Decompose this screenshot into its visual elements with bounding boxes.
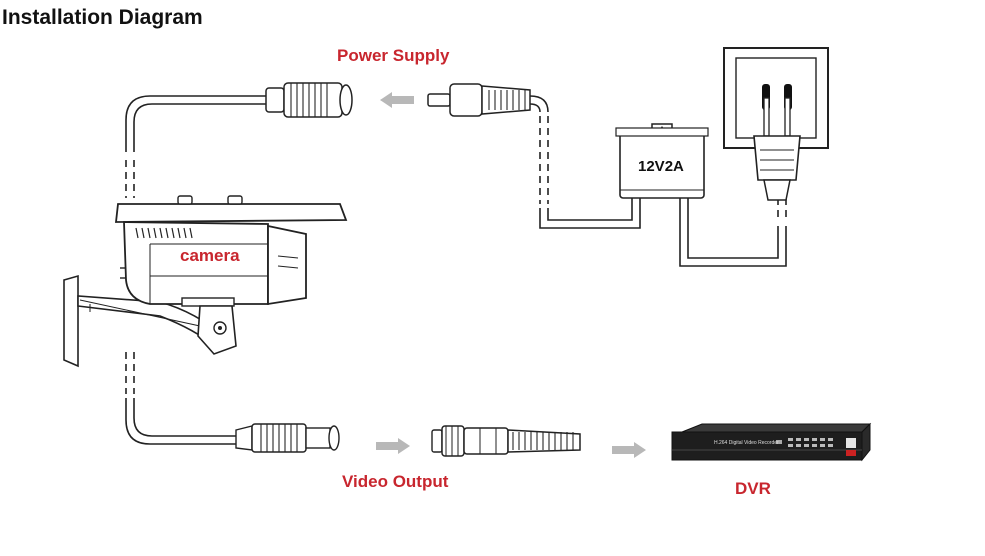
bnc-male-connector-icon <box>431 425 581 457</box>
arrow-right-dvr-icon <box>612 442 646 458</box>
arrow-right-icon <box>376 438 410 454</box>
adapter-rating-label: 12V2A <box>638 158 684 175</box>
dvr-label: DVR <box>735 479 771 498</box>
arrow-left-icon <box>380 92 414 108</box>
power-cable-upper <box>125 95 270 198</box>
wall-plug-icon <box>753 97 801 201</box>
adapter-dc-cable <box>529 95 641 229</box>
adapter-ac-cable <box>679 198 787 267</box>
power-supply-label: Power Supply <box>337 46 450 65</box>
power-adapter-icon <box>615 123 709 199</box>
wall-outlet-icon <box>723 47 829 149</box>
video-cable-lower <box>125 352 240 445</box>
camera-body-icon <box>114 195 348 355</box>
video-output-label: Video Output <box>342 472 449 491</box>
dvr-panel-text: H.264 Digital Video Recorder <box>714 440 779 446</box>
bnc-female-connector-icon <box>235 423 340 453</box>
power-male-plug-icon <box>427 83 531 117</box>
diagram-title: Installation Diagram <box>2 6 203 29</box>
dvr-device-icon <box>671 422 872 462</box>
power-female-connector-icon <box>265 82 353 118</box>
camera-label: camera <box>180 246 240 265</box>
